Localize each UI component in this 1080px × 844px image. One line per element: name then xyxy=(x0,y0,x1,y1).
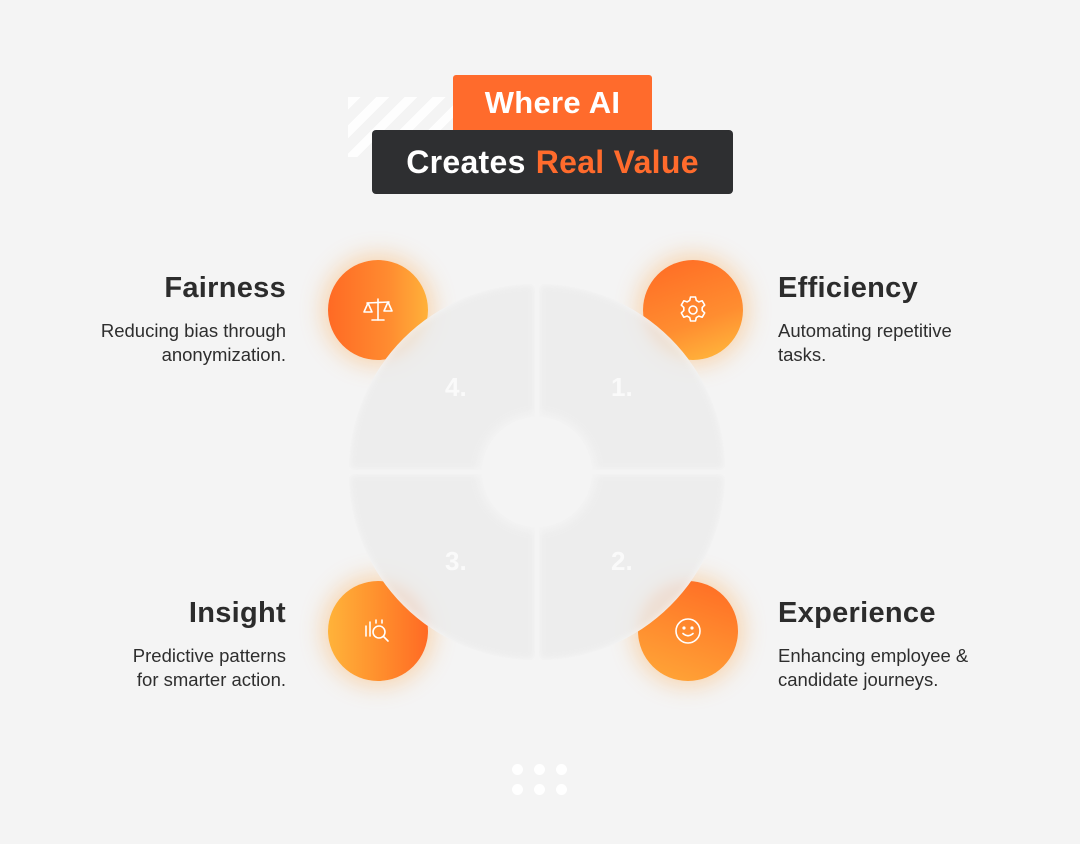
smile-icon xyxy=(675,618,701,644)
insight-description: Predictive patterns for smarter action. xyxy=(133,644,286,692)
dot xyxy=(556,784,567,795)
gear-icon xyxy=(680,296,706,322)
segment-number-2: 2. xyxy=(611,546,633,576)
dot xyxy=(534,784,545,795)
experience-title: Experience xyxy=(778,597,936,629)
title-line-2-plain: Creates xyxy=(406,143,526,180)
dot xyxy=(556,764,567,775)
segment-number-1: 1. xyxy=(611,372,633,402)
chart-search-icon xyxy=(365,619,389,642)
dot xyxy=(512,784,523,795)
value-ring: 1. 2. 3. 4. xyxy=(349,284,725,660)
fairness-title: Fairness xyxy=(164,272,286,304)
title-line-1: Where AI xyxy=(453,75,652,131)
efficiency-title: Efficiency xyxy=(778,272,918,304)
experience-description: Enhancing employee & candidate journeys. xyxy=(778,644,968,692)
fairness-desc-line-1: Reducing bias through xyxy=(100,320,286,341)
title-line-2-accent: Real Value xyxy=(535,143,699,180)
efficiency-desc-line-2: tasks. xyxy=(778,344,827,365)
ring-center xyxy=(482,417,592,527)
dot xyxy=(512,764,523,775)
decorative-dot-grid xyxy=(512,764,568,796)
experience-desc-line-1: Enhancing employee & xyxy=(778,645,969,666)
insight-desc-line-1: Predictive patterns xyxy=(132,645,286,666)
dot xyxy=(534,764,545,775)
insight-desc-line-2: for smarter action. xyxy=(136,669,286,690)
insight-title: Insight xyxy=(188,597,286,629)
fairness-desc-line-2: anonymization. xyxy=(161,344,286,365)
fairness-description: Reducing bias through anonymization. xyxy=(101,319,286,367)
insight-icon-circle xyxy=(328,581,428,681)
title-line-1-text: Where AI xyxy=(484,85,621,120)
efficiency-desc-line-1: Automating repetitive xyxy=(778,320,952,341)
efficiency-block: Efficiency Automating repetitive tasks. xyxy=(778,272,952,367)
segment-number-4: 4. xyxy=(445,372,467,402)
segment-number-3: 3. xyxy=(445,546,467,576)
efficiency-description: Automating repetitive tasks. xyxy=(778,319,952,367)
fairness-block: Fairness Reducing bias through anonymiza… xyxy=(101,272,286,367)
title-line-2: Creates Real Value xyxy=(372,130,733,194)
experience-block: Experience Enhancing employee & candidat… xyxy=(778,597,968,692)
experience-desc-line-2: candidate journeys. xyxy=(778,669,939,690)
insight-block: Insight Predictive patterns for smarter … xyxy=(133,597,286,692)
scales-icon xyxy=(363,298,393,321)
